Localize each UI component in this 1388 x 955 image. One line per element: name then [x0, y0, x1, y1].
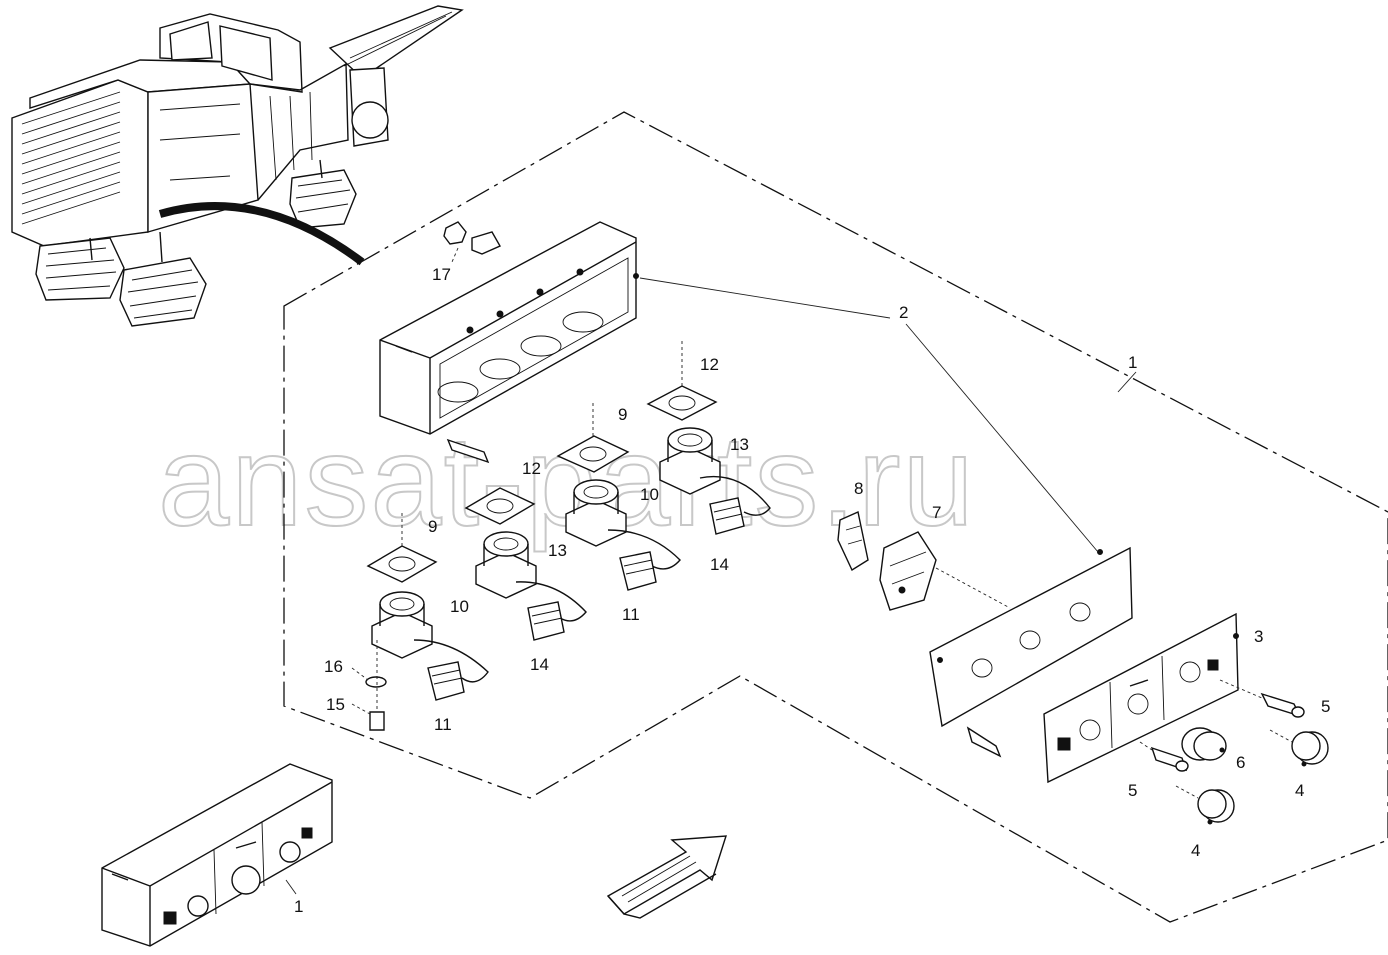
cap-11-left — [413, 639, 489, 701]
leader-1-top — [1117, 371, 1137, 393]
indicator-5-left — [1139, 741, 1189, 772]
callout-10-left: 10 — [450, 597, 469, 616]
pin-15 — [351, 640, 385, 731]
callout-6: 6 — [1236, 753, 1245, 772]
assembly-boundary — [283, 111, 1388, 923]
part-17-connector — [443, 221, 501, 263]
callout-3: 3 — [1254, 627, 1263, 646]
washer-16 — [351, 667, 387, 688]
front-mounting-plate — [929, 546, 1133, 758]
cap-14-top — [699, 475, 771, 535]
socket-10-left — [371, 591, 433, 659]
push-button-4-left — [1175, 785, 1235, 825]
gasket-12-top — [646, 340, 718, 421]
cold-milling-machine-icon — [11, 5, 464, 327]
gasket-12-mid — [464, 487, 536, 525]
cap-11-mid — [607, 529, 681, 591]
callout-5-right: 5 — [1321, 697, 1330, 716]
callout-17: 17 — [432, 265, 451, 284]
socket-10-mid — [565, 479, 627, 547]
gasket-9-top — [556, 400, 630, 473]
callout-5-left: 5 — [1128, 781, 1137, 800]
callout-13-top: 13 — [730, 435, 749, 454]
callout-9-left: 9 — [428, 517, 437, 536]
callout-10-mid: 10 — [640, 485, 659, 504]
callout-11-mid: 11 — [622, 605, 640, 624]
callout-8: 8 — [854, 479, 863, 498]
housing-box — [379, 221, 639, 435]
socket-13-top — [659, 427, 721, 495]
callout-14-mid: 14 — [530, 655, 549, 674]
direction-arrow-icon — [606, 835, 727, 919]
callout-1-top: 1 — [1128, 353, 1137, 372]
callout-16: 16 — [324, 657, 343, 676]
callout-4-left: 4 — [1191, 841, 1200, 860]
selector-6 — [1181, 727, 1227, 761]
callout-labels: 1 1 2 3 4 4 5 5 6 7 8 9 9 10 10 11 11 12… — [294, 265, 1330, 916]
assembled-control-box — [101, 763, 333, 947]
socket-13-mid — [475, 531, 537, 599]
cap-14-mid — [515, 581, 587, 641]
callout-13-mid: 13 — [548, 541, 567, 560]
contact-block-7 — [879, 531, 1011, 611]
push-button-4-right — [1269, 729, 1329, 767]
callout-15: 15 — [326, 695, 345, 714]
bolt-housing — [446, 438, 490, 464]
callout-14-top: 14 — [710, 555, 729, 574]
indicator-5-right — [1219, 679, 1305, 718]
gasket-9-left — [366, 510, 438, 583]
callout-1-bottom: 1 — [294, 897, 303, 916]
contact-block-8 — [837, 511, 869, 572]
callout-11-left: 11 — [434, 715, 452, 734]
callout-2: 2 — [899, 303, 908, 322]
leader-2 — [639, 277, 1099, 553]
callout-12-top: 12 — [700, 355, 719, 374]
label-plate-3 — [1043, 612, 1239, 784]
callout-12-mid: 12 — [522, 459, 541, 478]
callout-4-right: 4 — [1295, 781, 1304, 800]
callout-9-top: 9 — [618, 405, 627, 424]
callout-7: 7 — [932, 503, 941, 522]
